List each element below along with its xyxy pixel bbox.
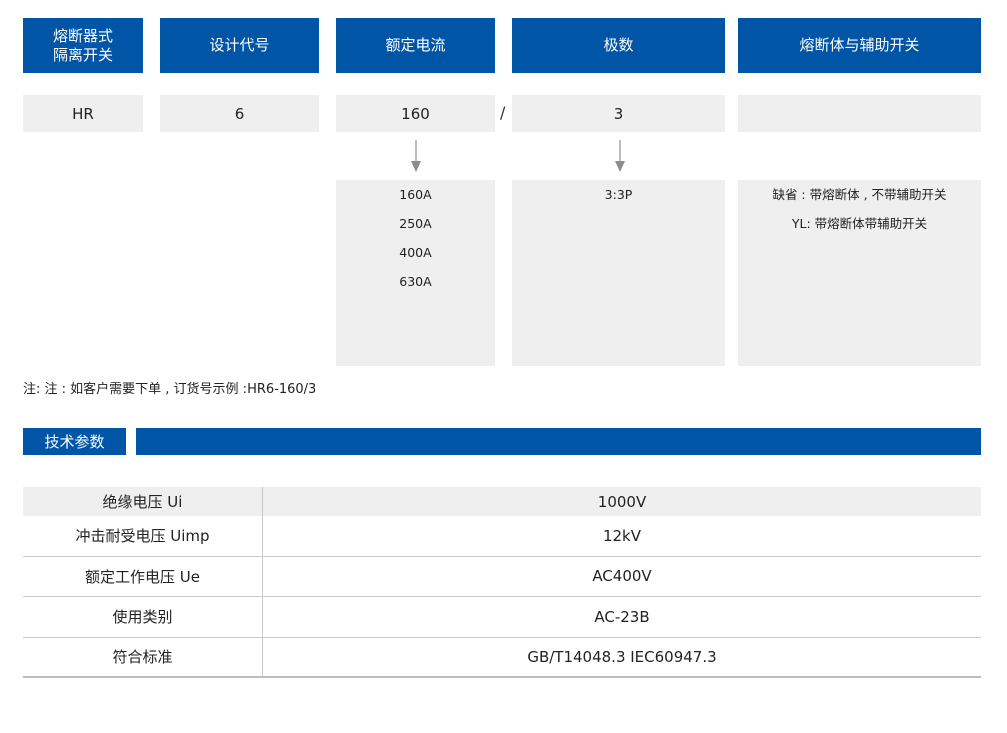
option-item: 缺省 : 带熔断体 , 不带辅助开关 <box>772 187 947 202</box>
option-item: 400A <box>399 245 432 260</box>
table-row: 额定工作电压 Ue AC400V <box>23 556 981 597</box>
header-fuse-aux-switch: 熔断体与辅助开关 <box>738 18 981 73</box>
param-name: 符合标准 <box>23 637 263 676</box>
header-poles: 极数 <box>512 18 725 73</box>
table-row: 绝缘电压 Ui 1000V <box>23 487 981 516</box>
option-item: 630A <box>399 274 432 289</box>
options-fuse-aux-switch: 缺省 : 带熔断体 , 不带辅助开关 YL: 带熔断体带辅助开关 <box>738 180 981 366</box>
param-name: 冲击耐受电压 Uimp <box>23 516 263 556</box>
table-row: 冲击耐受电压 Uimp 12kV <box>23 516 981 557</box>
table-row: 使用类别 AC-23B <box>23 597 981 638</box>
order-note: 注: 注 : 如客户需要下单 , 订货号示例 :HR6-160/3 <box>23 382 317 397</box>
value-poles: 3 <box>512 95 725 132</box>
param-name: 使用类别 <box>23 597 263 637</box>
value-design-code: 6 <box>160 95 319 132</box>
value-rated-current: 160 <box>336 95 495 132</box>
param-value: 1000V <box>597 492 647 511</box>
param-name: 绝缘电压 Ui <box>23 487 263 516</box>
header-product-type: 熔断器式 隔离开关 <box>23 18 143 73</box>
option-item: YL: 带熔断体带辅助开关 <box>791 216 928 231</box>
options-poles: 3:3P <box>512 180 725 366</box>
technical-parameters-table: 绝缘电压 Ui 1000V 冲击耐受电压 Uimp 12kV 额定工作电压 Ue… <box>23 487 981 678</box>
header-design-code: 设计代号 <box>160 18 319 73</box>
param-value: AC-23B <box>594 607 650 626</box>
options-rated-current: 160A 250A 400A 630A <box>336 180 495 366</box>
separator-slash: / <box>500 103 506 122</box>
header-rated-current: 额定电流 <box>336 18 495 73</box>
section-title-technical-parameters: 技术参数 <box>23 428 126 455</box>
param-value: AC400V <box>592 567 652 586</box>
option-item: 3:3P <box>604 187 633 202</box>
param-value: GB/T14048.3 IEC60947.3 <box>527 647 717 666</box>
header-product-type-line1: 熔断器式 <box>52 26 113 45</box>
arrow-down-icon <box>411 140 421 173</box>
table-row: 符合标准 GB/T14048.3 IEC60947.3 <box>23 637 981 678</box>
header-product-type-line2: 隔离开关 <box>52 45 113 64</box>
option-item: 160A <box>399 187 432 202</box>
param-value: 12kV <box>602 526 642 545</box>
param-name: 额定工作电压 Ue <box>23 556 263 596</box>
arrow-down-icon <box>615 140 625 173</box>
section-title-bar <box>136 428 981 455</box>
value-fuse-aux-switch <box>738 95 981 132</box>
value-product-type: HR <box>23 95 143 132</box>
option-item: 250A <box>399 216 432 231</box>
